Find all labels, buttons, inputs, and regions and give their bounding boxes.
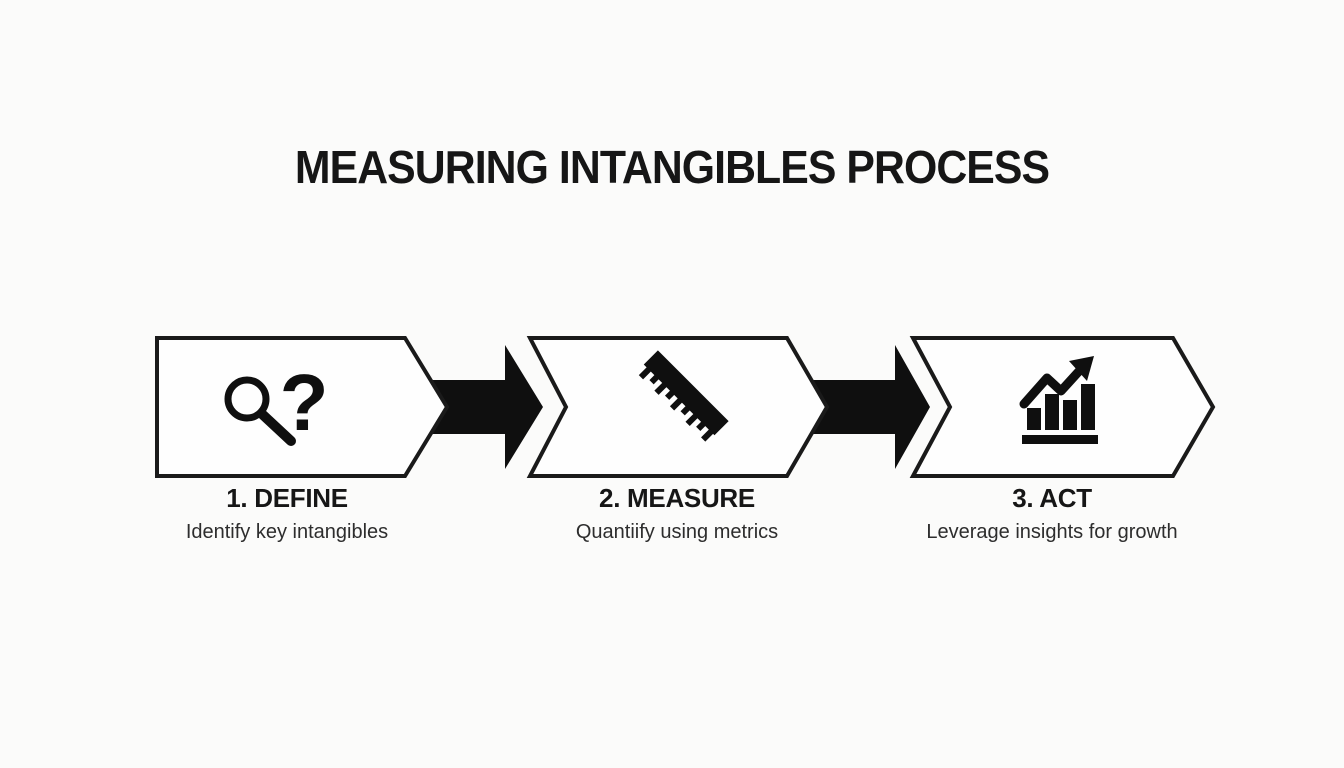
magnifier-handle xyxy=(257,409,296,446)
growth-chart-icon xyxy=(1019,356,1098,444)
step-description: Leverage insights for growth xyxy=(926,521,1178,543)
step-chevron-measure xyxy=(526,336,830,478)
question-mark-glyph: ? xyxy=(280,358,329,447)
step-description: Quantiify using metrics xyxy=(575,521,779,543)
step-label: 2. MEASURE xyxy=(599,483,755,513)
ruler-icon xyxy=(638,350,729,442)
chart-baseline xyxy=(1022,435,1098,444)
step-caption-act: 3. ACT Leverage insights for growth xyxy=(892,483,1212,544)
trend-line xyxy=(1019,364,1086,409)
step-caption-measure: 2. MEASURE Quantiify using metrics xyxy=(517,483,837,544)
step-description: Identify key intangibles xyxy=(185,521,389,543)
trend-arrowhead xyxy=(1069,356,1094,381)
flow-arrow-icon-1 xyxy=(428,345,543,469)
step-chevron-define xyxy=(155,336,450,478)
magnifier-question-icon: ? xyxy=(224,358,329,447)
magnifier-lens xyxy=(224,376,270,422)
step-label: 3. ACT xyxy=(1012,483,1092,513)
step-label: 1. DEFINE xyxy=(226,483,348,513)
diagram-title: MEASURING INTANGIBLES PROCESS xyxy=(294,141,1050,193)
step-caption-define: 1. DEFINE Identify key intangibles xyxy=(127,483,447,544)
flow-arrow-icon-2 xyxy=(812,345,930,469)
